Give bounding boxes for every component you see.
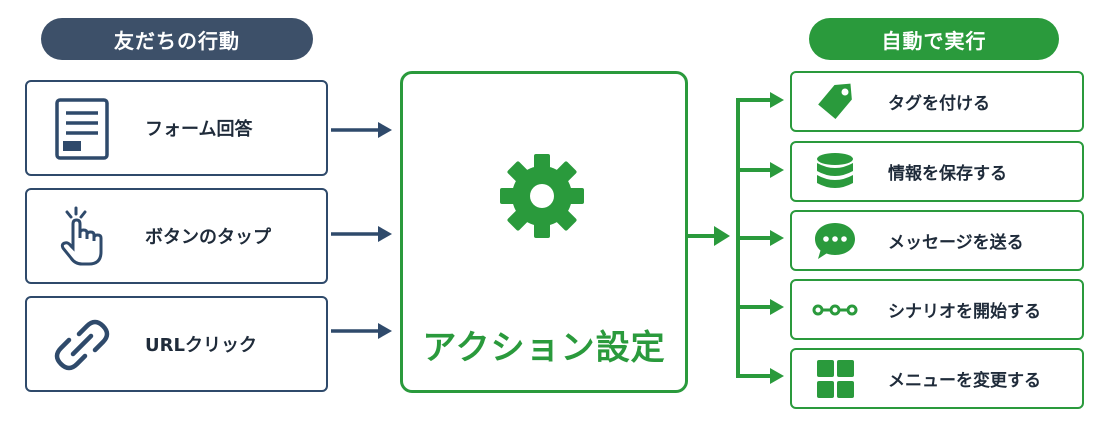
trigger-button-tap: ボタンのタップ [25,188,328,284]
trigger-label: フォーム回答 [145,119,253,140]
action-label: シナリオを開始する [888,302,1041,322]
action-label: 情報を保存する [888,164,1007,184]
tap-hand-icon [60,206,103,266]
form-document-icon [55,98,109,160]
scenario-nodes-icon [812,304,858,316]
gear-icon [500,154,584,238]
action-label: メニューを変更する [888,371,1041,391]
chat-bubble-icon [815,223,855,259]
action-add-tag: タグを付ける [790,71,1084,132]
tag-icon [818,83,852,120]
action-label: タグを付ける [888,94,990,114]
header-friend-actions: 友だちの行動 [41,18,313,60]
trigger-label: URLクリック [145,335,257,356]
database-icon [817,153,853,188]
link-chain-icon [54,319,110,371]
trigger-arrows [331,122,392,339]
action-start-scenario: シナリオを開始する [790,279,1084,340]
action-settings-label: アクション設定 [422,328,666,368]
header-auto-execute: 自動で実行 [809,18,1059,60]
trigger-form-answer: フォーム回答 [25,80,328,176]
action-send-message: メッセージを送る [790,210,1084,271]
trigger-url-click: URLクリック [25,296,328,392]
action-change-menu: メニューを変更する [790,348,1084,409]
action-label: メッセージを送る [888,233,1024,253]
action-save-info: 情報を保存する [790,141,1084,202]
menu-grid-icon [817,360,854,398]
action-arrows [688,92,784,384]
trigger-label: ボタンのタップ [145,227,271,248]
